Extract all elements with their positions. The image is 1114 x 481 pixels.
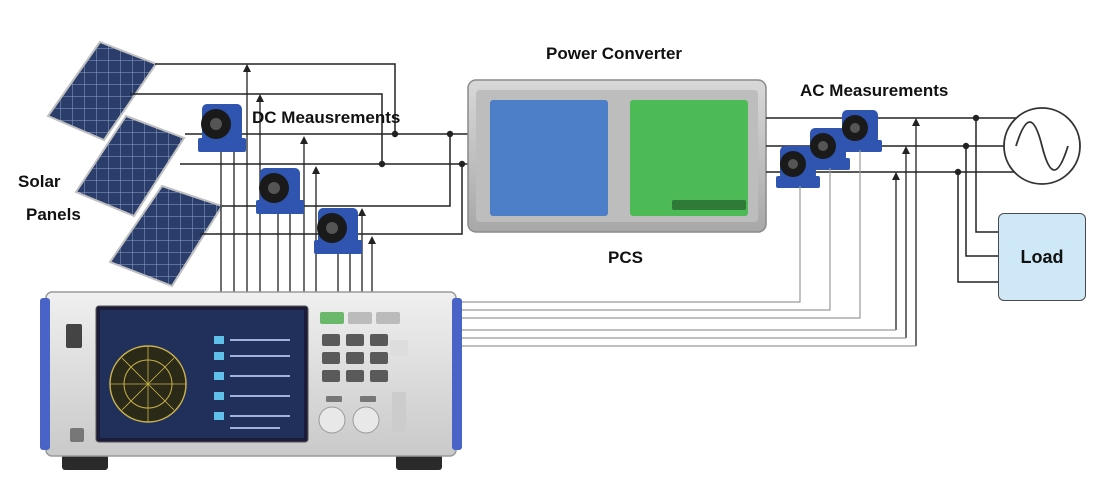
soft-key (348, 312, 372, 324)
ac-measurements-label: AC Measurements (800, 81, 949, 100)
signal-cable (458, 186, 801, 303)
key (322, 352, 340, 364)
value-tile (214, 372, 224, 380)
ac-sense-lines (892, 118, 920, 346)
junction-dot (446, 130, 454, 138)
dc-sensor-3 (314, 208, 362, 254)
power-analyzer (40, 291, 462, 470)
junction-dot (391, 130, 399, 138)
solar-panel-icon (74, 114, 186, 218)
ac-signal-cables (458, 150, 916, 347)
ac-junctions (954, 114, 980, 176)
sensor-core (788, 159, 798, 169)
signal-cable (458, 168, 831, 311)
soft-key (320, 312, 344, 324)
junction-dot (972, 114, 980, 122)
dc-wire-panel1-bottom (130, 93, 462, 165)
dc-junctions (378, 130, 466, 168)
display-readouts (230, 339, 290, 429)
value-tile (214, 352, 224, 360)
load-label: Load (1020, 246, 1064, 267)
value-tile (214, 392, 224, 400)
junction-dot (378, 160, 386, 168)
key (370, 352, 388, 364)
load-box: Load (998, 213, 1086, 301)
load-feed-1 (975, 118, 998, 233)
knob-label (326, 396, 342, 402)
usb-port (66, 324, 82, 348)
key (370, 334, 388, 346)
sine-wave (1015, 121, 1069, 171)
dc-wire-panel3-bottom (200, 164, 463, 235)
solar-panel-icon (108, 184, 224, 288)
pcs-indicator-strip (672, 200, 746, 210)
key (346, 370, 364, 382)
knob-label (360, 396, 376, 402)
sensor-core (326, 222, 338, 234)
pcs-dc-section (490, 100, 608, 216)
key (322, 334, 340, 346)
display-value-tiles (214, 336, 224, 420)
analyzer-handle-left (40, 298, 50, 450)
knob-left (318, 406, 346, 434)
ac-sensor-1 (776, 146, 820, 188)
readout-lines (230, 339, 290, 429)
key (346, 334, 364, 346)
side-keys (392, 392, 406, 432)
dc-wire-panel1-top (155, 63, 462, 135)
solar-panel-1 (46, 40, 158, 142)
sensor-core (268, 182, 280, 194)
dc-sense-lines (220, 64, 376, 292)
dc-measurements-label: DC Meausrements (252, 108, 401, 127)
value-tile (214, 412, 224, 420)
sensor-core (850, 123, 860, 133)
load-feed-3 (957, 172, 998, 283)
sensor-core (818, 141, 828, 151)
vector-plot-axes (110, 346, 186, 422)
power-converter (467, 79, 767, 233)
pcs-label: PCS (608, 248, 643, 267)
dc-sensor-1 (198, 104, 246, 152)
analyzer-handle-right (452, 298, 462, 450)
load-feed-2 (965, 146, 998, 257)
junction-dot (954, 168, 962, 176)
soft-key (376, 312, 400, 324)
power-converter-label: Power Converter (546, 44, 683, 63)
junction-dot (962, 142, 970, 150)
pcs-ac-section (630, 100, 748, 216)
knob-right (352, 406, 380, 434)
dc-sensor-2 (256, 168, 304, 214)
solar-panels-label-line2: Panels (26, 205, 81, 224)
key (322, 370, 340, 382)
solar-panel-2 (74, 114, 186, 218)
solar-panel-3 (108, 184, 224, 288)
power-switch (70, 428, 84, 442)
ac-sensor-3 (838, 110, 882, 152)
key (370, 370, 388, 382)
analyzer-keypad (320, 312, 408, 382)
signal-cable (458, 150, 861, 319)
sensor-core (210, 118, 222, 130)
solar-panel-icon (46, 40, 158, 142)
solar-panels-label-line1: Solar (18, 172, 61, 191)
ac-sensor-2 (806, 128, 850, 170)
value-tile (214, 336, 224, 344)
junction-dot (458, 160, 466, 168)
ac-source (1003, 107, 1081, 185)
key (390, 340, 408, 356)
dc-wire-panel3-top (222, 134, 451, 207)
key (346, 352, 364, 364)
